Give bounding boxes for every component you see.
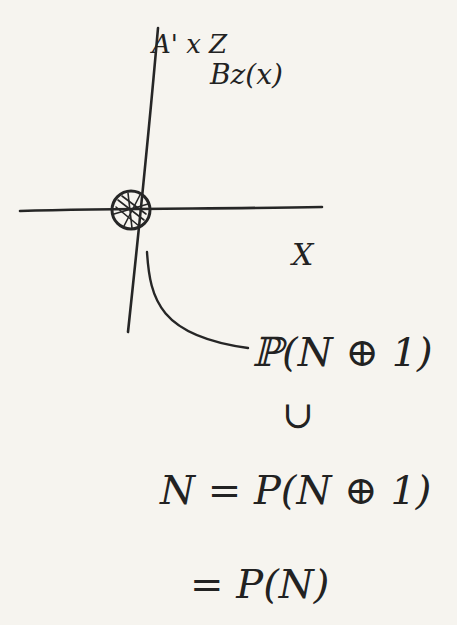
vertical-axis: [128, 28, 158, 332]
horizontal-axis: [20, 207, 322, 211]
axis-label: A' x Z: [152, 30, 227, 59]
inclusion-symbol: ∪: [282, 395, 314, 437]
set-label: Bz(x): [210, 60, 283, 91]
formula: ℙ(N ⊕ 1): [252, 330, 433, 374]
leader-line: [147, 252, 248, 348]
origin-ball: [112, 191, 150, 229]
formula: N = P(N ⊕ 1): [160, 468, 431, 512]
formula: = P(N): [190, 562, 329, 606]
ball-hatching: [114, 193, 148, 228]
axis-label: X: [292, 238, 313, 271]
